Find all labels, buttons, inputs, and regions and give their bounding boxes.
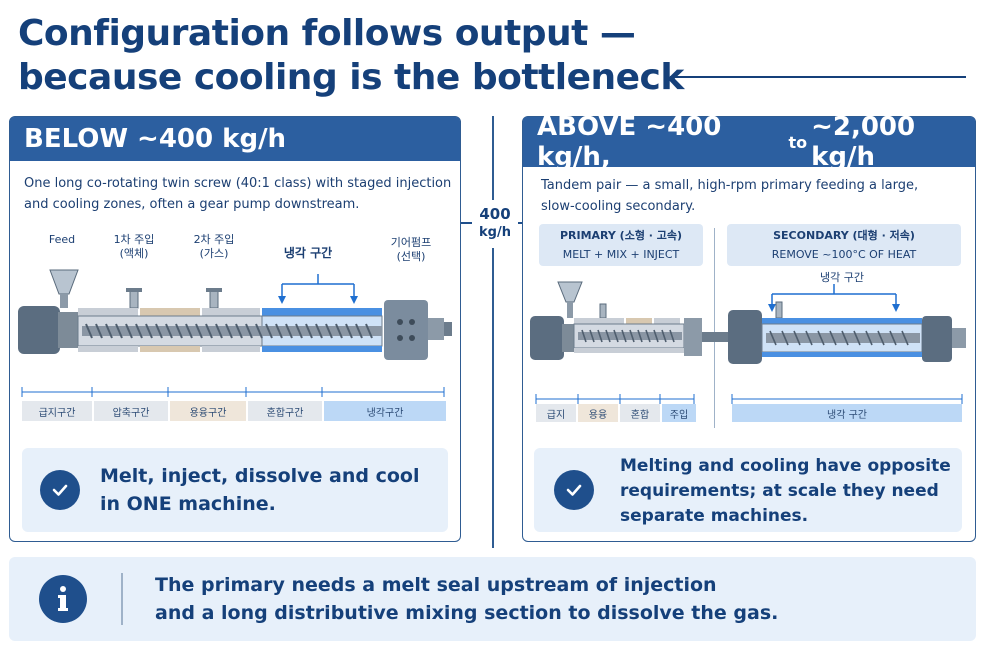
right-note-line-3: separate machines.	[620, 506, 809, 526]
right-zone-melting: 용융	[578, 404, 618, 422]
page-title: Configuration follows output — because c…	[18, 12, 684, 100]
left-description: One long co-rotating twin screw (40:1 cl…	[24, 173, 451, 215]
primary-sub: MELT + MIX + INJECT	[562, 248, 680, 261]
title-rule	[670, 76, 966, 78]
check-icon	[554, 470, 594, 510]
footer-line-2: and a long distributive mixing section t…	[155, 602, 779, 624]
footer-divider	[121, 573, 123, 625]
left-note-line-2: in ONE machine.	[100, 493, 276, 515]
right-cooling-label: 냉각 구간	[820, 271, 864, 284]
center-divider	[492, 116, 494, 548]
left-description-line-2: and cooling zones, often a gear pump dow…	[24, 197, 360, 212]
gearpump-label: 기어펌프 (선택)	[384, 236, 438, 264]
info-icon	[39, 575, 87, 623]
right-zone-feed: 급지	[536, 404, 576, 422]
inject2-label-line1: 2차 주입	[193, 233, 235, 246]
left-zone-cooling: 냉각구간	[324, 401, 446, 421]
footer-callout: The primary needs a melt seal upstream o…	[9, 557, 976, 641]
left-zone-feed: 급지구간	[22, 401, 92, 421]
gearpump-label-line1: 기어펌프	[390, 236, 432, 249]
gearpump-label-line2: (선택)	[396, 250, 426, 263]
title-line-1: Configuration follows output —	[18, 13, 636, 54]
right-note-line-2: requirements; at scale they need	[620, 481, 939, 501]
right-panel-header: ABOVE ~400 kg/h, to ~2,000 kg/h	[523, 112, 975, 172]
left-header-text: BELOW ~400 kg/h	[24, 124, 287, 154]
primary-title: PRIMARY (소형 · 고속)	[559, 229, 683, 242]
secondary-sub: REMOVE ~100°C OF HEAT	[771, 248, 917, 261]
secondary-badge: SECONDARY (대형 · 저속) REMOVE ~100°C OF HEA…	[727, 224, 961, 266]
inject1-label-line2: (액체)	[119, 247, 149, 260]
right-description: Tandem pair — a small, high-rpm primary …	[541, 175, 918, 217]
left-description-line-1: One long co-rotating twin screw (40:1 cl…	[24, 176, 452, 191]
right-note-line-1: Melting and cooling have opposite	[620, 456, 951, 476]
footer-text: The primary needs a melt seal upstream o…	[155, 571, 778, 627]
right-inner-divider	[714, 228, 715, 428]
right-description-line-2: slow-cooling secondary.	[541, 199, 696, 214]
left-cooling-label: 냉각 구간	[283, 246, 333, 260]
right-zone-cooling: 냉각 구간	[732, 404, 962, 422]
right-zone-mixing: 혼합	[620, 404, 660, 422]
check-icon	[40, 470, 80, 510]
center-badge: 400 kg/h	[472, 200, 518, 248]
secondary-title: SECONDARY (대형 · 저속)	[773, 229, 915, 242]
left-zone-dimension	[21, 387, 445, 397]
left-panel-header: BELOW ~400 kg/h	[10, 117, 460, 161]
primary-badge: PRIMARY (소형 · 고속) MELT + MIX + INJECT	[539, 224, 703, 266]
right-note: Melting and cooling have opposite requir…	[534, 448, 962, 532]
left-zone-mixing: 혼합구간	[248, 401, 322, 421]
center-badge-unit: kg/h	[479, 225, 511, 240]
inject1-label-line1: 1차 주입	[113, 233, 155, 246]
left-note-text: Melt, inject, dissolve and cool in ONE m…	[100, 462, 419, 518]
right-zone-injection: 주입	[662, 404, 696, 422]
inject2-label-line2: (가스)	[199, 247, 229, 260]
right-header-to: to	[788, 132, 808, 152]
left-note-line-1: Melt, inject, dissolve and cool	[100, 465, 420, 487]
right-zone-dimension	[535, 394, 963, 404]
right-description-line-1: Tandem pair — a small, high-rpm primary …	[541, 178, 919, 193]
left-extruder-diagram	[18, 269, 452, 360]
right-header-main: ABOVE ~400 kg/h,	[537, 112, 722, 172]
feed-label: Feed	[48, 233, 76, 246]
inject1-label: 1차 주입 (액체)	[106, 233, 162, 261]
left-zone-compression: 압축구간	[94, 401, 168, 421]
inject2-label: 2차 주입 (가스)	[186, 233, 242, 261]
right-note-text: Melting and cooling have opposite requir…	[620, 454, 951, 529]
right-extruder-diagram	[530, 281, 966, 364]
footer-line-1: The primary needs a melt seal upstream o…	[155, 574, 717, 596]
title-line-2: because cooling is the bottleneck	[18, 57, 684, 98]
left-note: Melt, inject, dissolve and cool in ONE m…	[22, 448, 448, 532]
center-badge-value: 400	[479, 205, 511, 223]
right-header-upper: ~2,000 kg/h	[811, 112, 916, 172]
left-zone-melting: 용융구간	[170, 401, 246, 421]
